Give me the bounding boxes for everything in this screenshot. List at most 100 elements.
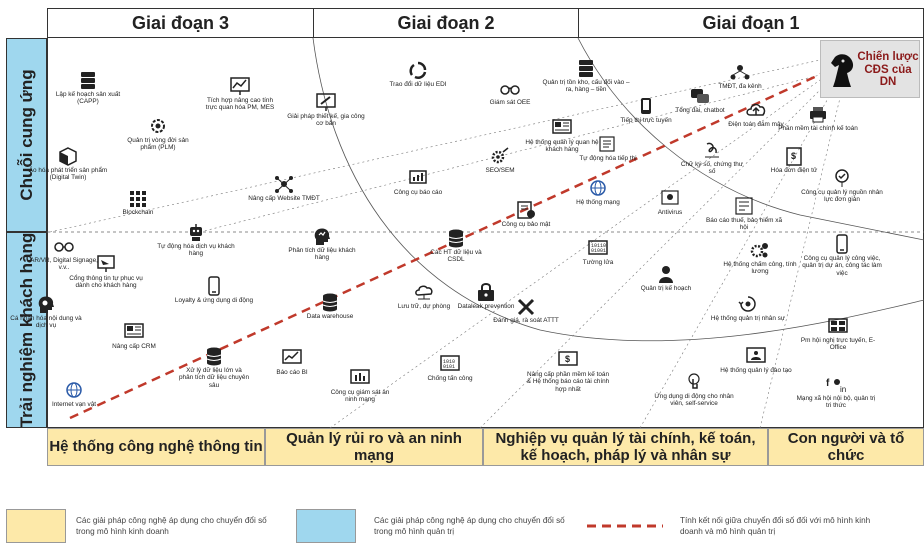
diagram-item: Giám sát OEE	[475, 78, 545, 106]
diagram-item-label: Hệ thống quản lý đào tạo	[720, 367, 792, 374]
diagram-item: Loyalty & ứng dụng di động	[172, 276, 256, 304]
monitor-chart-icon	[229, 76, 251, 96]
category-people-organization: Con người và tổ chức	[768, 428, 924, 466]
security-doc-icon	[515, 200, 537, 220]
diagram-item: Quản trị tồn kho, cấu đối vào – ra, hàng…	[540, 58, 632, 94]
diagram-item: Đánh giá, rà soát ATTT	[481, 296, 571, 324]
svg-text:1010: 1010	[443, 359, 455, 365]
lock-icon	[475, 282, 497, 302]
diagram-item-label: Công cụ báo cáo	[393, 189, 443, 196]
diagram-item-label: Nâng cấp phần mềm kế toán & Hệ thống báo…	[526, 371, 610, 393]
upper-guide-1	[49, 59, 821, 233]
diagram-item-label: Internet vạn vật	[51, 401, 97, 408]
diagram-item: Hệ thống quản lý quan hệ khách hàng	[523, 118, 601, 154]
printer-icon	[807, 104, 829, 124]
diagram-item-label: Ảo hóa phát triển sản phẩm (Digital Twin…	[28, 167, 108, 182]
diagram-item: Báo cáo BI	[260, 348, 324, 376]
diagram-item-label: Data warehouse	[306, 313, 354, 320]
server-stack-icon	[575, 58, 597, 78]
diagram-item-label: Chữ ký số, chứng thư số	[680, 161, 744, 176]
diagram-item-label: Đánh giá, rà soát ATTT	[493, 317, 559, 324]
diagram-item-label: AR/VR, Digital Signage, v.v..	[30, 257, 98, 272]
svg-text:$: $	[565, 354, 570, 364]
cube-icon	[57, 146, 79, 166]
globe-network-icon	[587, 178, 609, 198]
connection-line	[69, 68, 831, 420]
diagram-item-label: Công cụ bảo mật	[501, 221, 551, 228]
legend-swatch-business	[6, 509, 66, 543]
diagram-item-label: Nâng cấp Website TMĐT	[248, 195, 320, 202]
database-icon	[319, 292, 341, 312]
svg-text:$: $	[791, 151, 796, 161]
diagram-item-label: Công cụ quản lý công việc, quản trị dự á…	[802, 255, 882, 277]
category-finance-operations: Nghiệp vụ quản lý tài chính, kế toán, kế…	[483, 428, 768, 466]
diagram-item-label: Tiếp thị trực tuyến	[620, 117, 672, 124]
seo-gear-icon	[489, 146, 511, 166]
database-icon	[203, 346, 225, 366]
diagram-item: Tự động hóa tiếp thị	[565, 134, 651, 162]
database-icon	[445, 228, 467, 248]
diagram-item: Báo cáo thuế, bảo hiểm xã hội	[705, 196, 783, 232]
diagram-item-label: Quản trị vòng đời sản phẩm (PLM)	[127, 137, 189, 152]
signature-icon	[701, 140, 723, 160]
strategy-label: Chiến lược CĐS của DN	[857, 51, 919, 89]
diagram-item-label: Hệ thống quản lý quan hệ khách hàng	[525, 139, 599, 154]
diagram-item-label: Mạng xã hội nội bộ, quản trị tri thức	[796, 395, 876, 410]
diagram-item: Hệ thống quản trị nhân sự	[705, 294, 791, 322]
diagram-item: Trao đổi dữ liệu EDI	[375, 60, 461, 88]
diagram-item-label: Nâng cấp CRM	[112, 343, 156, 350]
cloud-network-icon	[413, 282, 435, 302]
svg-text:10110: 10110	[591, 243, 606, 249]
network-icon	[273, 174, 295, 194]
diagram-item: Hệ thống mạng	[563, 178, 633, 206]
diagram-item: AR/VR, Digital Signage, v.v..	[29, 236, 99, 272]
diagram-item-label: Giải pháp thiết kế, gia công cơ bản	[287, 113, 365, 128]
person-plan-icon	[655, 264, 677, 284]
diagram-item: Nâng cấp Website TMĐT	[241, 174, 327, 202]
diagram-item: Nâng cấp CRM	[97, 322, 171, 350]
diagram-item-label: Hệ thống mạng	[576, 199, 620, 206]
diagram-item: Điện toán đám mây	[716, 100, 796, 128]
lower-guide-3	[639, 94, 831, 429]
bi-chart-icon	[281, 348, 303, 368]
antivirus-icon	[659, 188, 681, 208]
portal-icon	[95, 254, 117, 274]
diagram-item: Tự động hóa dịch vụ khách hàng	[156, 222, 236, 258]
tax-report-icon	[733, 196, 755, 216]
design-monitor-icon	[315, 92, 337, 112]
head-analytics-icon	[311, 226, 333, 246]
diagram-item-label: Xử lý dữ liệu lớn và phân tích dữ liệu c…	[179, 367, 250, 389]
crm-icon	[123, 322, 145, 342]
diagram-item: SEO/SEM	[465, 146, 535, 174]
diagram-item: Hệ thống quản lý đào tạo	[718, 346, 794, 374]
meeting-icon	[827, 316, 849, 336]
diagram-item-label: Ứng dụng di động cho nhân viên, self-ser…	[654, 393, 734, 408]
diagram-item-label: Lưu trữ, dự phòng	[397, 303, 451, 310]
monitor-security-icon	[349, 368, 371, 388]
diagram-item: $Hóa đơn điện tử	[759, 146, 829, 174]
edi-cycle-icon	[407, 60, 429, 80]
diagram-item: Dataleak prevention	[451, 282, 521, 310]
svg-text:01001: 01001	[591, 248, 606, 254]
diagram-item-label: Điện toán đám mây	[728, 121, 784, 128]
diagram-item: $ Nâng cấp phần mềm kế toán & Hệ thống bá…	[525, 350, 611, 393]
diagram-item-label: Tổng đài, chatbot	[675, 107, 725, 114]
diagram-item: Các HT dữ liệu và CSDL	[421, 228, 491, 264]
strategy-badge: Chiến lược CĐS của DN	[820, 40, 920, 98]
diagram-item: Tích hợp nâng cao tính trực quan hóa PM,…	[205, 76, 275, 112]
people-gear-icon	[749, 240, 771, 260]
diagram-item-label: Phân tích dữ liệu khách hàng	[288, 247, 356, 262]
blockchain-icon	[127, 188, 149, 208]
diagram-item: Tổng đài, chatbot	[665, 86, 735, 114]
phase-3-header: Giai đoạn 3	[47, 8, 314, 38]
diagram-item-label: Quản trị tồn kho, cấu đối vào – ra, hàng…	[542, 79, 630, 94]
diagram-item: Lập kế hoạch sản xuất (CAPP)	[53, 70, 123, 106]
category-it-systems: Hệ thống công nghệ thông tin	[47, 428, 265, 466]
crm-icon	[551, 118, 573, 138]
row-label-supply-chain: Chuỗi cung ứng	[6, 38, 47, 232]
diagram-item: Công cụ giám sát an ninh mạng	[325, 368, 395, 404]
